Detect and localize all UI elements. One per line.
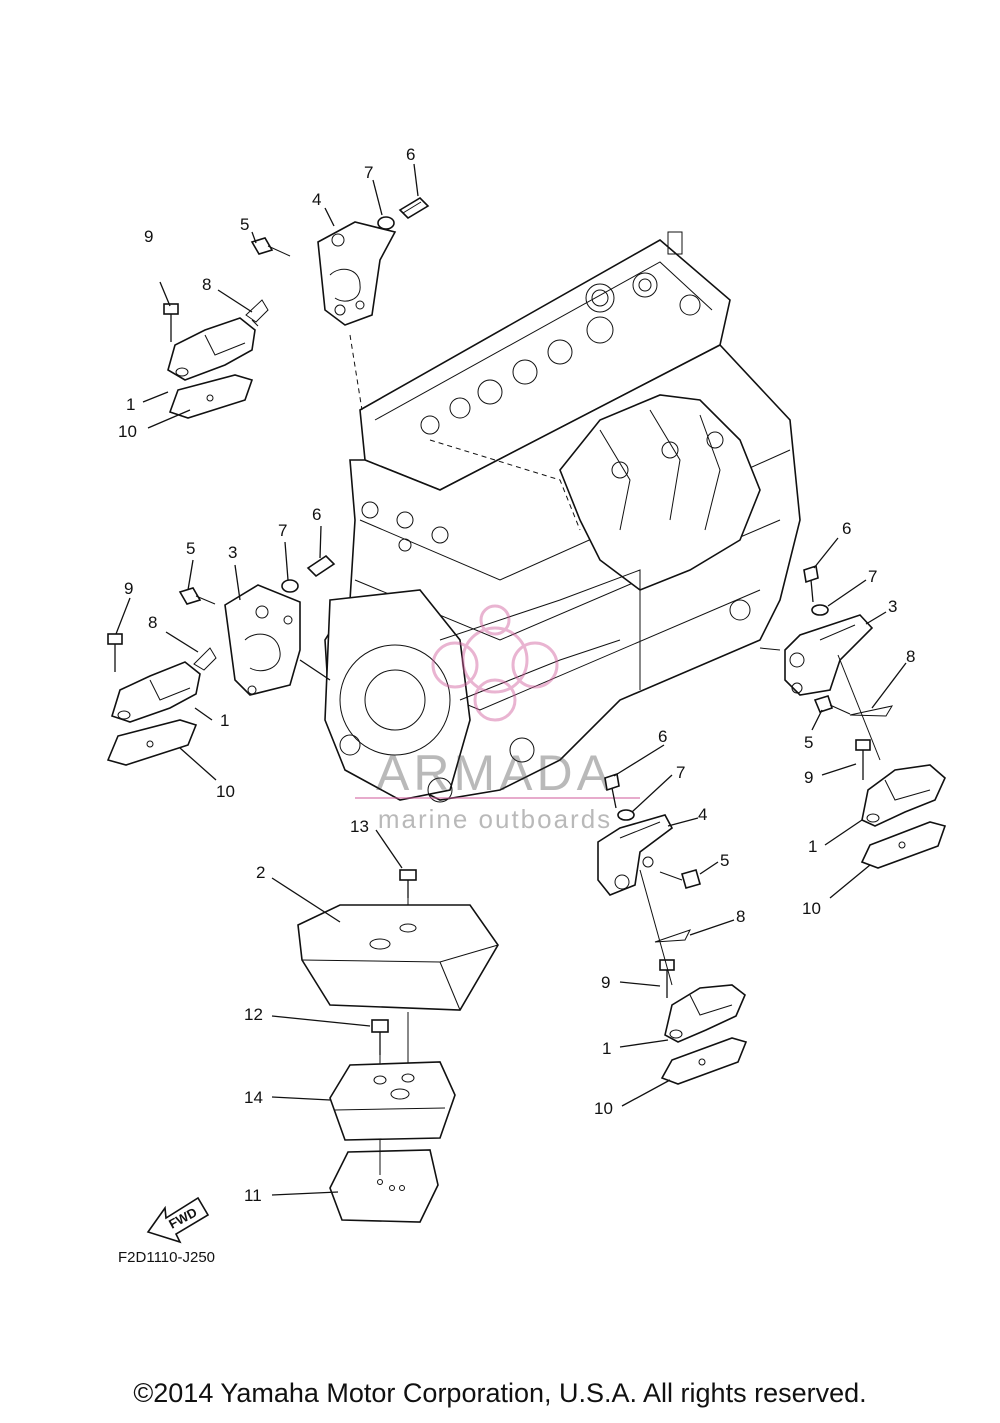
bottom-stack bbox=[271, 829, 499, 1223]
mount-group-top-left bbox=[142, 163, 430, 429]
callout-6: 6 bbox=[842, 519, 851, 538]
callout-10: 10 bbox=[118, 422, 137, 441]
callout-7: 7 bbox=[278, 521, 287, 540]
callout-8: 8 bbox=[202, 275, 211, 294]
callout-5: 5 bbox=[720, 851, 729, 870]
callout-6: 6 bbox=[312, 505, 321, 524]
mount-group-middle-left bbox=[106, 525, 336, 781]
callout-8: 8 bbox=[148, 613, 157, 632]
callout-4: 4 bbox=[312, 190, 321, 209]
callout-10: 10 bbox=[594, 1099, 613, 1118]
callout-2: 2 bbox=[256, 863, 265, 882]
callout-10: 10 bbox=[216, 782, 235, 801]
callout-5: 5 bbox=[804, 733, 813, 752]
callout-1: 1 bbox=[602, 1039, 611, 1058]
callout-5: 5 bbox=[186, 539, 195, 558]
callout-8: 8 bbox=[906, 647, 915, 666]
engine-block bbox=[324, 231, 801, 803]
watermark: ARMADA marine outboards bbox=[355, 604, 640, 834]
callout-9: 9 bbox=[144, 227, 153, 246]
watermark-tagline: marine outboards bbox=[378, 804, 612, 834]
callout-7: 7 bbox=[676, 763, 685, 782]
callout-13: 13 bbox=[350, 817, 369, 836]
callout-9: 9 bbox=[124, 579, 133, 598]
callout-12: 12 bbox=[244, 1005, 263, 1024]
fwd-arrow-icon: FWD bbox=[146, 1196, 210, 1244]
callout-6: 6 bbox=[658, 727, 667, 746]
callout-14: 14 bbox=[244, 1088, 263, 1107]
mount-group-right-lower bbox=[597, 744, 748, 1107]
diagram-code: F2D1110-J250 bbox=[118, 1249, 215, 1266]
callout-1: 1 bbox=[808, 837, 817, 856]
callout-3: 3 bbox=[888, 597, 897, 616]
callout-7: 7 bbox=[364, 163, 373, 182]
callout-5: 5 bbox=[240, 215, 249, 234]
callout-1: 1 bbox=[220, 711, 229, 730]
callout-6: 6 bbox=[406, 145, 415, 164]
callout-9: 9 bbox=[601, 973, 610, 992]
callout-10: 10 bbox=[802, 899, 821, 918]
callout-11: 11 bbox=[244, 1186, 262, 1205]
callout-1: 1 bbox=[126, 395, 135, 414]
callout-8: 8 bbox=[736, 907, 745, 926]
mount-group-right-upper bbox=[759, 537, 947, 899]
callout-7: 7 bbox=[868, 567, 877, 586]
copyright-notice: ©2014 Yamaha Motor Corporation, U.S.A. A… bbox=[133, 1378, 867, 1408]
watermark-brand: ARMADA bbox=[376, 745, 614, 801]
callout-3: 3 bbox=[228, 543, 237, 562]
callout-4: 4 bbox=[698, 805, 707, 824]
callout-labels: 9 8 5 4 7 6 1 10 9 8 5 3 7 6 1 10 6 7 3 … bbox=[118, 145, 915, 1205]
callout-9: 9 bbox=[804, 768, 813, 787]
